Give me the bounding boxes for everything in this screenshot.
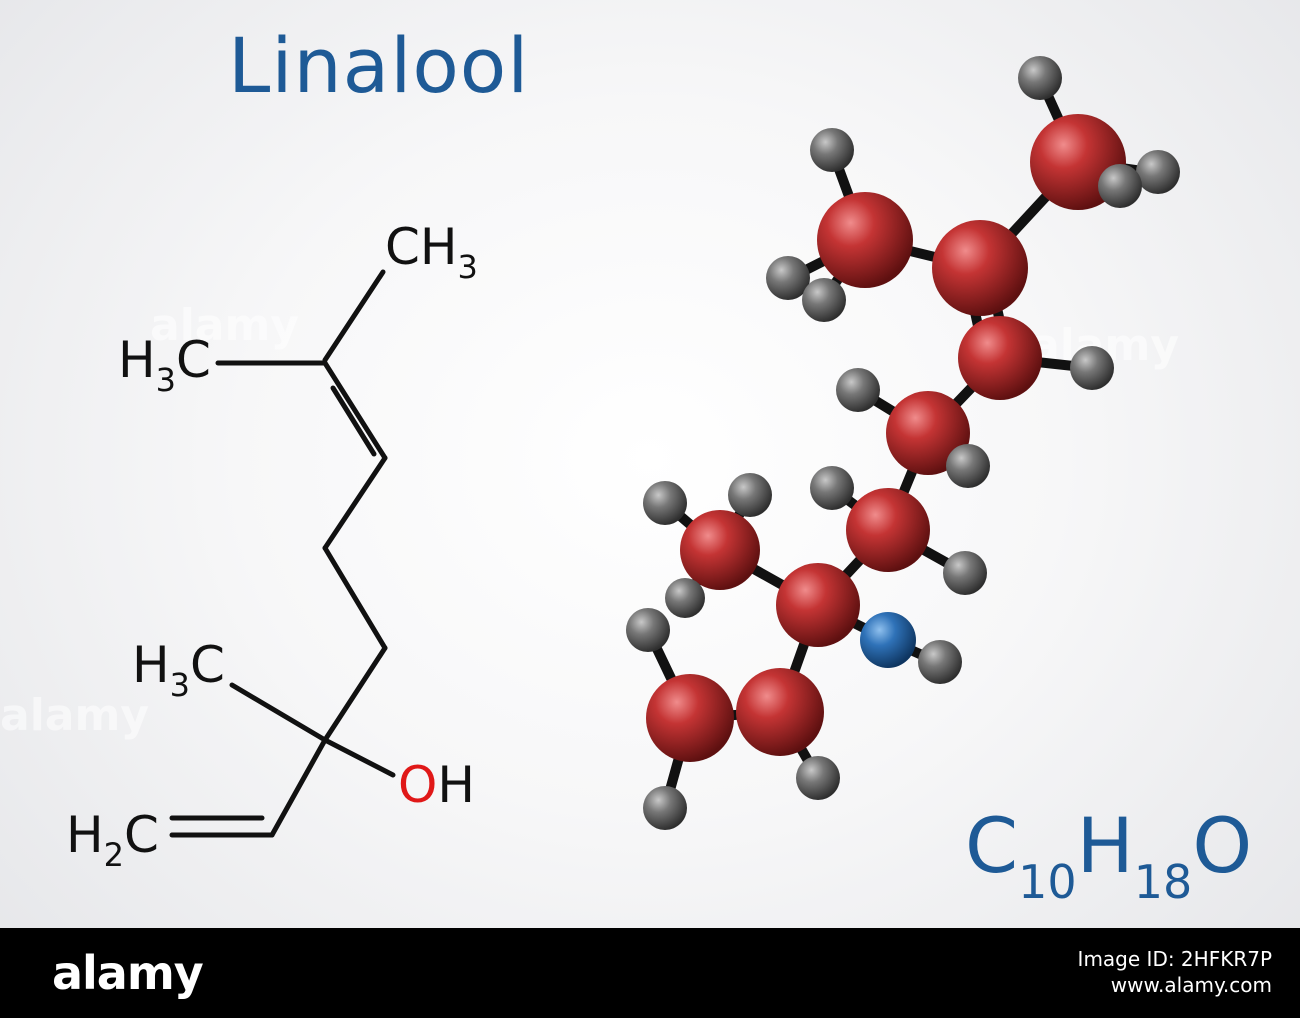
bond-line <box>269 737 328 838</box>
hydrogen-atom <box>766 256 810 300</box>
hydrogen-atom <box>1098 164 1142 208</box>
bond-line <box>322 545 388 651</box>
bond-line <box>322 645 388 743</box>
hydrogen-atom <box>810 128 854 172</box>
bond-line <box>322 737 396 778</box>
hydrogen-atom <box>810 466 854 510</box>
hydrogen-atom <box>1070 346 1114 390</box>
footer-logo: alamy <box>52 946 204 1000</box>
atom-label-h2c: H2C <box>66 806 159 874</box>
bond-line <box>322 455 388 551</box>
hydrogen-atom <box>946 444 990 488</box>
hydrogen-atom <box>796 756 840 800</box>
hydrogen-atom <box>728 473 772 517</box>
oxygen-atom <box>860 612 916 668</box>
carbon-atom <box>932 220 1028 316</box>
hydrogen-atom <box>918 640 962 684</box>
atom-label-h3c-upper: H3C <box>118 331 211 399</box>
carbon-atom <box>736 668 824 756</box>
bond-line <box>322 269 386 363</box>
footer-bar: alamy Image ID: 2HFKR7P www.alamy.com <box>0 928 1300 1018</box>
carbon-atom <box>776 563 860 647</box>
atom-label-h3c-lower: H3C <box>132 636 225 704</box>
hydrogen-atom <box>643 481 687 525</box>
ball-and-stick-model <box>626 56 1180 830</box>
hydrogen-atom <box>1018 56 1062 100</box>
hydrogen-atom <box>1136 150 1180 194</box>
carbon-atom <box>958 316 1042 400</box>
skeletal-structure <box>169 269 396 838</box>
atom-label-oh: OH <box>398 756 475 814</box>
image-id: Image ID: 2HFKR7P <box>1077 947 1272 971</box>
atom-label-ch3: CH3 <box>385 218 478 286</box>
carbon-atom <box>646 674 734 762</box>
bond-line <box>330 385 377 457</box>
carbon-atom <box>886 391 970 475</box>
hydrogen-atom <box>643 786 687 830</box>
molecular-formula: C10H18O <box>965 801 1253 909</box>
carbon-atom <box>817 192 913 288</box>
bond-line <box>322 360 388 461</box>
carbon-atom <box>846 488 930 572</box>
hydrogen-atom <box>802 278 846 322</box>
hydrogen-atom <box>626 608 670 652</box>
carbon-atom <box>680 510 760 590</box>
hydrogen-atom <box>943 551 987 595</box>
site-url: www.alamy.com <box>1110 973 1272 997</box>
page-title: Linalool <box>228 21 530 110</box>
footer-image-info: Image ID: 2HFKR7P www.alamy.com <box>1078 946 1272 998</box>
hydrogen-atom <box>665 578 705 618</box>
bond-line <box>229 682 328 743</box>
hydrogen-atom <box>836 368 880 412</box>
